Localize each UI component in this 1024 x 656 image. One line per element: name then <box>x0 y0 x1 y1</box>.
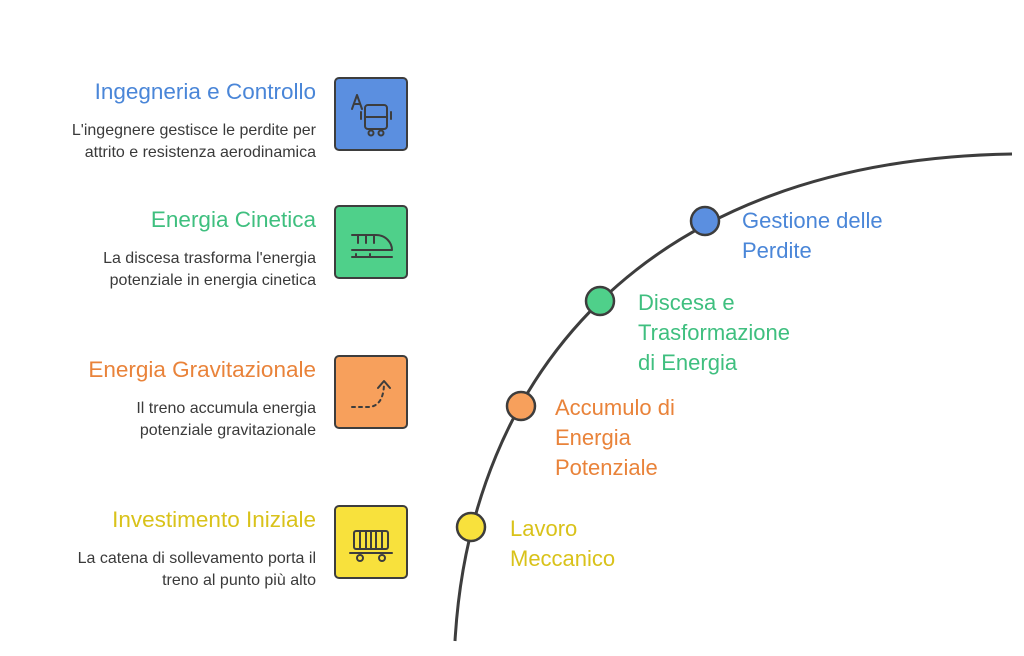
stage-description-ingegneria: L'ingegnere gestisce le perdite per attr… <box>72 120 316 164</box>
description-line: La catena di sollevamento porta il <box>77 550 316 567</box>
description-line: L'ingegnere gestisce le perdite per <box>71 122 316 139</box>
stage-description-investimento: La catena di sollevamento porta il treno… <box>78 548 316 592</box>
milestone-dot-accumulo <box>505 390 537 422</box>
milestone-gestione: Gestione delle Perdite <box>742 206 883 266</box>
description-line: attrito e resistenza aerodinamica <box>84 144 316 161</box>
milestone-dot-discesa <box>584 285 616 317</box>
milestone-line: Accumulo di <box>555 395 675 420</box>
milestone-dot-lavoro <box>455 511 487 543</box>
stage-tile-gravitazionale <box>334 355 408 429</box>
milestone-line: Lavoro <box>510 516 578 541</box>
rising-curve-arrow-icon <box>351 380 391 408</box>
milestone-lavoro: Lavoro Meccanico <box>510 514 615 574</box>
milestone-line: Perdite <box>742 238 812 263</box>
milestone-discesa: Discesa e Trasformazione di Energia <box>638 288 790 378</box>
high-speed-train-icon <box>351 234 393 258</box>
milestone-line: Discesa e <box>638 290 735 315</box>
stage-investimento: Investimento Iniziale La catena di solle… <box>78 506 316 592</box>
stage-title-investimento: Investimento Iniziale <box>112 507 316 532</box>
description-line: potenziale gravitazionale <box>139 422 316 439</box>
description-line: treno al punto più alto <box>162 572 316 589</box>
stage-tile-ingegneria <box>334 77 408 151</box>
stage-title-gravitazionale: Energia Gravitazionale <box>88 357 316 382</box>
stage-title-ingegneria: Ingegneria e Controllo <box>94 79 316 104</box>
stage-description-cinetica: La discesa trasforma l'energia potenzial… <box>103 248 316 292</box>
milestone-line: Trasformazione <box>638 320 791 345</box>
stage-ingegneria: Ingegneria e Controllo L'ingegnere gesti… <box>72 78 316 164</box>
milestone-line: Potenziale <box>555 455 658 480</box>
milestone-line: Gestione delle <box>742 208 883 233</box>
milestone-line: di Energia <box>638 350 738 375</box>
description-line: Il treno accumula energia <box>136 400 316 417</box>
milestone-line: Meccanico <box>510 546 616 571</box>
milestone-dot-gestione <box>689 205 721 237</box>
stage-gravitazionale: Energia Gravitazionale Il treno accumula… <box>88 356 316 442</box>
translate-bus-icon <box>351 94 392 137</box>
freight-car-icon <box>349 530 393 562</box>
stage-title-cinetica: Energia Cinetica <box>150 207 316 232</box>
description-line: potenziale in energia cinetica <box>109 272 316 289</box>
milestone-accumulo: Accumulo di Energia Potenziale <box>555 393 675 483</box>
stage-tile-investimento <box>334 505 408 579</box>
milestone-line: Energia <box>555 425 631 450</box>
stage-cinetica: Energia Cinetica La discesa trasforma l'… <box>103 206 316 292</box>
description-line: La discesa trasforma l'energia <box>103 250 316 267</box>
stage-tile-cinetica <box>334 205 408 279</box>
stage-description-gravitazionale: Il treno accumula energia potenziale gra… <box>88 398 316 442</box>
